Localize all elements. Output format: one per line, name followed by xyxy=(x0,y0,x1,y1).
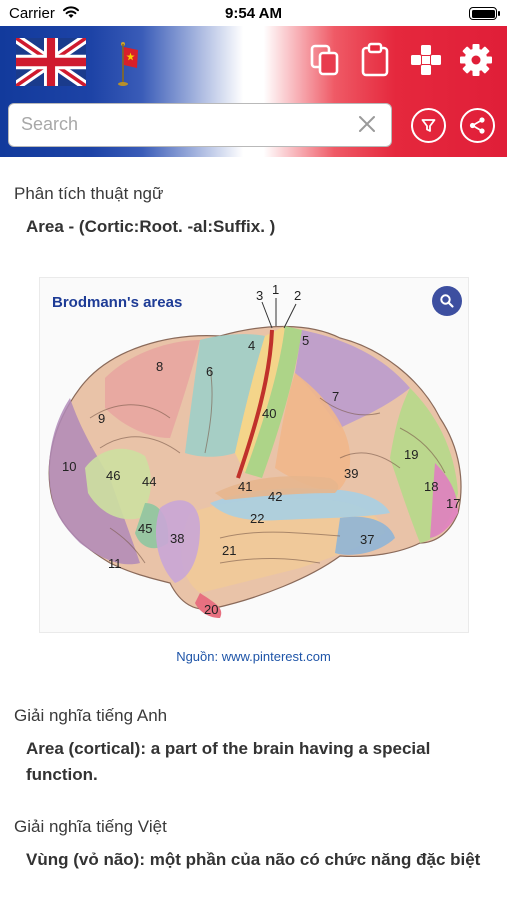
share-button[interactable] xyxy=(460,108,495,143)
svg-text:11: 11 xyxy=(108,556,122,571)
battery-icon xyxy=(469,7,500,20)
gear-icon xyxy=(460,44,492,76)
search-input[interactable] xyxy=(21,104,341,145)
vietnamese-definition-value: Vùng (vỏ não): một phần của não có chức … xyxy=(26,850,481,869)
svg-text:17: 17 xyxy=(446,496,460,511)
svg-text:45: 45 xyxy=(138,521,152,536)
term-analysis-value: Area - (Cortic:Root. -al:Suffix. ) xyxy=(26,217,276,236)
clock: 9:54 AM xyxy=(225,5,282,22)
svg-text:9: 9 xyxy=(98,411,105,426)
english-definition-value: Area (cortical): a part of the brain hav… xyxy=(26,739,431,784)
gamepad-icon xyxy=(411,45,441,75)
zoom-button[interactable] xyxy=(432,286,462,316)
svg-text:37: 37 xyxy=(360,532,374,547)
settings-button[interactable] xyxy=(457,40,495,80)
svg-text:18: 18 xyxy=(424,479,438,494)
magnifier-icon xyxy=(440,294,454,308)
vietnamese-definition-label: Giải nghĩa tiếng Việt xyxy=(14,817,167,836)
svg-text:4: 4 xyxy=(248,338,255,353)
svg-text:22: 22 xyxy=(250,511,264,526)
carrier-label: Carrier xyxy=(9,5,55,22)
illustration-card[interactable]: 3 1 2 4 5 6 7 8 9 10 11 17 18 19 20 21 2… xyxy=(39,277,469,633)
filter-button[interactable] xyxy=(411,108,446,143)
uk-flag-icon[interactable] xyxy=(16,38,86,86)
svg-text:10: 10 xyxy=(62,459,76,474)
vietnam-flag-icon[interactable] xyxy=(118,38,140,88)
paste-button[interactable] xyxy=(356,40,394,80)
copy-icon xyxy=(310,44,339,76)
image-title: Brodmann's areas xyxy=(52,294,183,311)
search-box xyxy=(8,103,392,147)
brain-illustration: 3 1 2 4 5 6 7 8 9 10 11 17 18 19 20 21 2… xyxy=(48,282,462,618)
svg-text:19: 19 xyxy=(404,447,418,462)
svg-text:42: 42 xyxy=(268,489,282,504)
svg-text:6: 6 xyxy=(206,364,213,379)
svg-text:7: 7 xyxy=(332,389,339,404)
term-analysis-label: Phân tích thuật ngữ xyxy=(14,184,164,203)
svg-text:46: 46 xyxy=(106,468,120,483)
app-header xyxy=(0,26,507,157)
svg-text:21: 21 xyxy=(222,543,236,558)
svg-text:8: 8 xyxy=(156,359,163,374)
svg-text:44: 44 xyxy=(142,474,156,489)
image-source[interactable]: Nguồn: www.pinterest.com xyxy=(176,649,331,664)
svg-text:40: 40 xyxy=(262,406,276,421)
game-button[interactable] xyxy=(407,40,445,80)
wifi-icon xyxy=(63,6,79,18)
copy-button[interactable] xyxy=(306,40,344,80)
svg-text:20: 20 xyxy=(204,602,218,617)
svg-text:39: 39 xyxy=(344,466,358,481)
svg-text:3: 3 xyxy=(256,288,263,303)
status-bar: Carrier 9:54 AM xyxy=(0,0,507,26)
share-icon xyxy=(469,117,485,134)
svg-text:38: 38 xyxy=(170,531,184,546)
english-definition-label: Giải nghĩa tiếng Anh xyxy=(14,706,168,725)
clear-icon[interactable] xyxy=(357,114,377,134)
clipboard-icon xyxy=(361,42,389,77)
term-detail: Phân tích thuật ngữ Area - (Cortic:Root.… xyxy=(0,157,507,887)
svg-text:1: 1 xyxy=(272,282,279,297)
svg-text:5: 5 xyxy=(302,333,309,348)
filter-icon xyxy=(421,119,436,132)
svg-text:41: 41 xyxy=(238,479,252,494)
svg-text:2: 2 xyxy=(294,288,301,303)
